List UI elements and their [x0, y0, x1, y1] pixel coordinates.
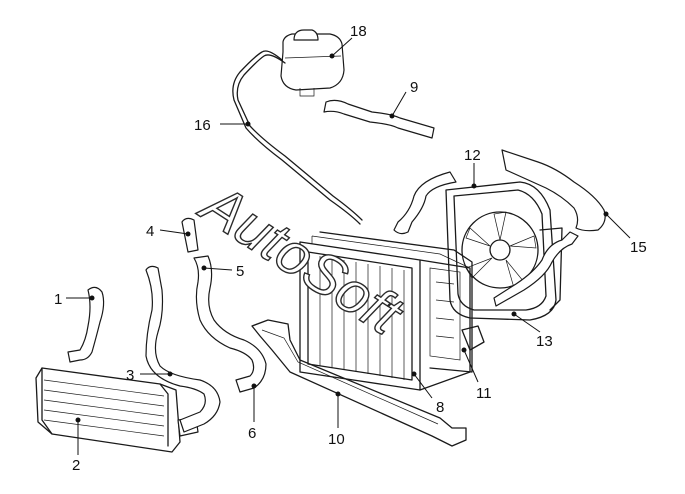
callout-6: 6	[248, 425, 256, 442]
lower-bracket	[251, 319, 467, 447]
radiator	[299, 235, 471, 391]
callout-15: 15	[630, 239, 647, 256]
callout-16: 16	[194, 117, 211, 134]
callout-5: 5	[236, 263, 244, 280]
callout-8: 8	[436, 399, 444, 416]
watermark-text: AutoSoft	[188, 170, 415, 349]
large-hose	[501, 149, 606, 232]
callout-labels: 1 2 3 4 5 6 8 9 10 11 12 13 15 16 18	[54, 23, 647, 474]
hose-3	[145, 265, 221, 433]
callout-4: 4	[146, 223, 154, 240]
fan-assembly	[445, 181, 563, 321]
callout-11: 11	[476, 385, 492, 402]
callout-12: 12	[464, 147, 481, 164]
callout-13: 13	[536, 333, 553, 350]
expansion-tank	[280, 29, 345, 97]
leader-lines	[66, 37, 631, 455]
callout-18: 18	[350, 23, 367, 40]
callout-3: 3	[126, 367, 134, 384]
small-hose	[323, 99, 435, 139]
fan-hose	[493, 231, 579, 307]
hose-1	[67, 286, 105, 363]
callout-10: 10	[328, 431, 345, 448]
upper-hose	[393, 171, 457, 235]
condenser	[319, 231, 485, 373]
callout-2: 2	[72, 457, 80, 474]
callout-9: 9	[410, 79, 418, 96]
hose-5	[193, 255, 267, 393]
bleed-pipe	[232, 50, 363, 225]
callout-1: 1	[54, 291, 62, 308]
